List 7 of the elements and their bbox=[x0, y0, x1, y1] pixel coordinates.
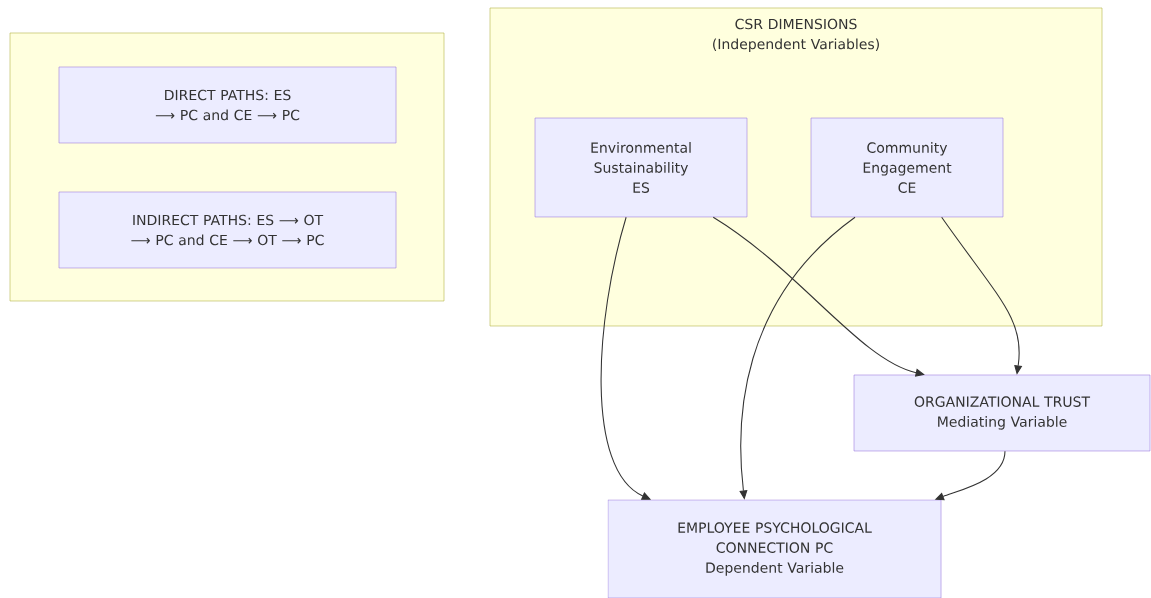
process-box: Environmental Sustainability ES bbox=[534, 117, 748, 218]
process-box: INDIRECT PATHS: ES ⟶ OT ⟶ PC and CE ⟶ OT ⟶ PC bbox=[58, 191, 397, 269]
arrow bbox=[712, 216, 925, 377]
process-box: EMPLOYEE PSYCHOLOGICAL CONNECTION PC Dependent Variable bbox=[607, 499, 942, 598]
process-box: DIRECT PATHS: ES ⟶ PC and CE ⟶ PC bbox=[58, 66, 397, 144]
process-box: ORGANIZATIONAL TRUST Mediating Variable bbox=[853, 374, 1151, 452]
process-box: Community Engagement CE bbox=[810, 117, 1004, 218]
